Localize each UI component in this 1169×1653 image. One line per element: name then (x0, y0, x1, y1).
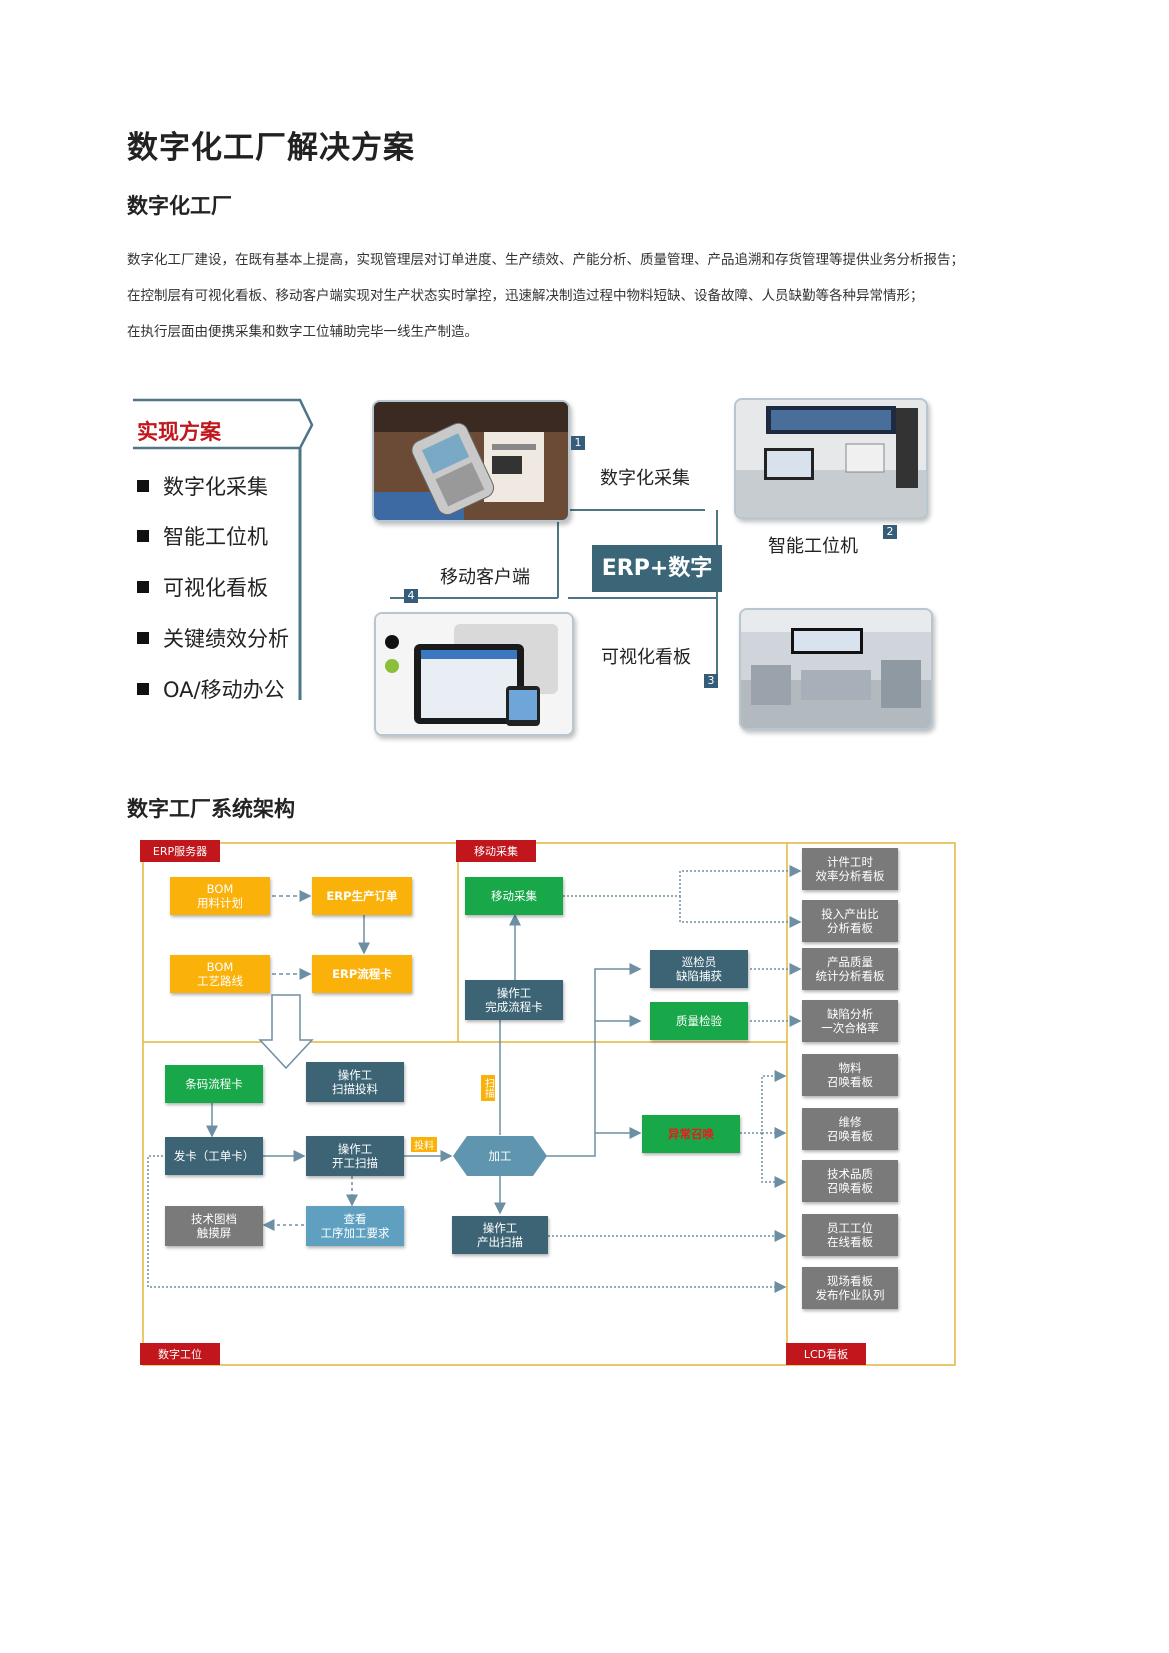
scan-tag: 扫描 (481, 1075, 495, 1101)
mobile-photo (374, 612, 574, 736)
scanner-photo (372, 400, 570, 522)
erp-digital-center: ERP+数字化 (592, 545, 722, 628)
inspector-box: 巡检员 缺陷捕获 (650, 950, 748, 988)
operator-output-box: 操作工 产出扫描 (452, 1216, 548, 1254)
lcd-board-box: 技术品质 召唤看板 (802, 1160, 898, 1202)
hexagon-shape (453, 1136, 547, 1176)
feed-tag: 投料 (411, 1137, 437, 1152)
barcode-card-box: 条码流程卡 (165, 1065, 263, 1103)
solution-item-label: OA/移动办公 (163, 678, 285, 702)
architecture-lines (142, 842, 956, 1366)
label-smart-station: 智能工位机 (768, 536, 858, 557)
solution-item: 可视化看板 (137, 572, 268, 602)
solution-item: OA/移动办公 (137, 674, 285, 704)
operator-start-box: 操作工 开工扫描 (306, 1136, 404, 1176)
lcd-board-box: 缺陷分析 一次合格率 (802, 1000, 898, 1042)
lcd-board-box: 物料 召唤看板 (802, 1054, 898, 1096)
solution-item-label: 关键绩效分析 (163, 627, 289, 651)
operator-feed-box: 操作工 扫描投料 (306, 1062, 404, 1102)
solution-item-label: 可视化看板 (163, 576, 268, 600)
step-number-4: 4 (404, 589, 418, 603)
process-hexagon: 加工 (453, 1136, 547, 1176)
factory-board-image (741, 610, 931, 728)
alarm-call-box: 异常召唤 (642, 1115, 740, 1153)
step-number-3: 3 (704, 674, 718, 688)
operator-finish-box: 操作工 完成流程卡 (465, 980, 563, 1020)
lcd-board-box: 投入产出比 分析看板 (802, 900, 898, 942)
bullet-square-icon (137, 683, 149, 695)
zone-tag-mobile-collect: 移动采集 (456, 840, 536, 862)
paragraph-2: 在控制层有可视化看板、移动客户端实现对生产状态实时掌控，迅速解决制造过程中物料短… (127, 288, 924, 304)
issue-card-box: 发卡（工单卡） (165, 1137, 263, 1175)
erp-order-box: ERP生产订单 (312, 877, 412, 915)
solution-item: 数字化采集 (137, 471, 268, 501)
bullet-square-icon (137, 632, 149, 644)
lcd-board-box: 计件工时 效率分析看板 (802, 848, 898, 890)
tech-doc-box: 技术图档 触摸屏 (165, 1206, 263, 1246)
step-number-2: 2 (883, 525, 897, 539)
smart-station-image (736, 400, 926, 517)
section-heading-architecture: 数字工厂系统架构 (127, 797, 295, 821)
solution-item-label: 智能工位机 (163, 525, 268, 549)
section-heading-digital-factory: 数字化工厂 (127, 194, 232, 218)
paragraph-1: 数字化工厂建设，在既有基本上提高，实现管理层对订单进度、生产绩效、产能分析、质量… (127, 252, 964, 268)
barcode-scanner-image (374, 402, 568, 520)
zone-tag-erp-server: ERP服务器 (140, 840, 220, 862)
lcd-board-box: 员工工位 在线看板 (802, 1214, 898, 1256)
mobile-collect-box: 移动采集 (465, 877, 563, 915)
erp-card-box: ERP流程卡 (312, 955, 412, 993)
solution-item: 关键绩效分析 (137, 623, 289, 653)
bom-plan-box: BOM 用料计划 (170, 877, 270, 915)
solution-connector-lines (133, 398, 718, 700)
lcd-board-box: 维修 召唤看板 (802, 1108, 898, 1150)
station-photo (734, 398, 928, 519)
bom-route-box: BOM 工艺路线 (170, 955, 270, 993)
label-mobile-client: 移动客户端 (440, 567, 530, 588)
mobile-devices-image (376, 614, 572, 734)
page-title: 数字化工厂解决方案 (127, 130, 415, 166)
process-label: 加工 (488, 1148, 512, 1163)
bullet-square-icon (137, 581, 149, 593)
step-number-1: 1 (571, 436, 585, 450)
label-visual-board: 可视化看板 (601, 647, 691, 668)
board-photo (739, 608, 933, 730)
lcd-board-box: 现场看板 发布作业队列 (802, 1267, 898, 1309)
quality-check-box: 质量检验 (650, 1002, 748, 1040)
zone-tag-digital-station: 数字工位 (140, 1343, 220, 1365)
bullet-square-icon (137, 530, 149, 542)
solution-figure: 实现方案 数字化采集 智能工位机 可视化看板 关键绩效分析 OA/移动办公 1 … (0, 0, 1169, 760)
architecture-diagram: ERP服务器 移动采集 数字工位 LCD看板 BOM 用料计划 ERP生产订单 … (140, 840, 960, 1380)
view-process-req-box: 查看 工序加工要求 (306, 1206, 404, 1246)
bullet-square-icon (137, 480, 149, 492)
paragraph-3: 在执行层面由便携采集和数字工位辅助完毕一线生产制造。 (127, 324, 478, 340)
solution-item-label: 数字化采集 (163, 475, 268, 499)
solution-title: 实现方案 (137, 420, 221, 444)
lcd-board-box: 产品质量 统计分析看板 (802, 948, 898, 990)
label-digital-collect: 数字化采集 (600, 468, 690, 489)
zone-tag-lcd-board: LCD看板 (786, 1343, 866, 1365)
solution-item: 智能工位机 (137, 521, 268, 551)
